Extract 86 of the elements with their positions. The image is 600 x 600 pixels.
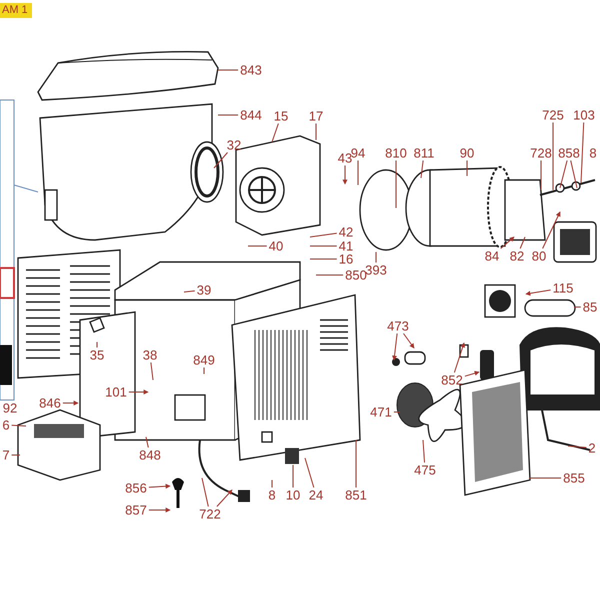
callout-number: 858 [557, 146, 581, 160]
callout-number: 40 [268, 240, 284, 252]
leader-line [62, 400, 79, 406]
leader-line [392, 333, 398, 361]
callout-number: 722 [198, 508, 222, 520]
callout-number: 115 [552, 282, 574, 294]
callout-number: 17 [308, 110, 324, 122]
callout-number: 15 [272, 110, 290, 122]
leader-line [403, 333, 414, 348]
leader-line [310, 258, 338, 260]
callout-number: 843 [239, 64, 263, 76]
callout-number: 24 [308, 488, 324, 502]
callout-number: 41 [338, 240, 354, 252]
callout-number: 846 [38, 396, 62, 410]
leader-line [96, 342, 98, 348]
leader-line [500, 236, 514, 249]
callout-number: 101 [104, 386, 128, 398]
callout-number: 6 [1, 418, 11, 432]
leader-line [310, 232, 338, 238]
leader-line [560, 160, 568, 188]
leader-line [11, 454, 20, 456]
leader-line [292, 464, 294, 488]
callout-number: 844 [239, 108, 263, 122]
leader-line [454, 342, 466, 373]
leader-line [184, 290, 196, 292]
callout-number: 10 [284, 488, 302, 502]
callout-number: 32 [226, 138, 242, 152]
callout-number: 473 [386, 320, 410, 332]
callout-number: 38 [142, 348, 158, 362]
leader-line [552, 122, 554, 190]
sheet-tag: AM 1 [0, 3, 32, 18]
leader-line [272, 123, 279, 142]
leader-line [520, 236, 526, 249]
callout-number: 848 [138, 448, 162, 462]
leader-line [570, 160, 578, 188]
leader-line [148, 508, 171, 512]
callout-number: 849 [192, 354, 216, 366]
leader-line [580, 122, 584, 184]
callout-number: 92 [2, 402, 18, 414]
callout-number: 728 [529, 146, 553, 160]
callout-number: 84 [484, 250, 500, 262]
leader-line [568, 446, 587, 448]
leader-line [304, 458, 314, 488]
callout-number: 2 [587, 442, 597, 454]
callout-number: 471 [369, 406, 393, 418]
leader-line [218, 114, 239, 116]
leader-line [316, 274, 344, 276]
leader-line [148, 484, 171, 489]
callout-number: 475 [413, 464, 437, 476]
callout-number: 7 [1, 448, 11, 462]
callout-number: 852 [440, 374, 464, 386]
callout-number: 725 [541, 108, 565, 122]
callout-number: 811 [412, 146, 436, 160]
leader-line [128, 390, 149, 394]
callout-number: 855 [562, 472, 586, 484]
callout-number: 8 [267, 488, 277, 502]
leader-line [150, 362, 154, 380]
leader-line [525, 290, 552, 296]
leader-line [466, 160, 468, 176]
callout-number: 16 [338, 252, 354, 266]
callout-number: 810 [384, 146, 408, 160]
leader-line [214, 152, 228, 168]
callout-number: 42 [338, 226, 354, 238]
callout-number: 39 [196, 284, 212, 296]
leader-line [342, 165, 348, 185]
leader-line [574, 306, 582, 308]
callout-number: 90 [458, 146, 476, 160]
callout-number: 80 [530, 250, 548, 262]
callout-number: 82 [508, 250, 526, 262]
leader-line [542, 211, 560, 249]
callout-number: 851 [344, 488, 368, 502]
leader-line [464, 370, 480, 377]
leader-line [540, 160, 542, 190]
leader-line [420, 160, 424, 178]
callout-number: 857 [124, 504, 148, 516]
leader-line [202, 478, 209, 507]
callout-number: 856 [124, 482, 148, 494]
callout-number: 850 [344, 268, 368, 282]
callout-number: 103 [572, 108, 596, 122]
leader-line [422, 440, 425, 463]
leader-line [216, 490, 232, 507]
callout-number: 8 [589, 146, 597, 160]
leader-line [11, 424, 26, 426]
callout-number: 85 [582, 300, 598, 314]
leader-line [146, 436, 149, 448]
callout-number: 35 [88, 348, 106, 362]
